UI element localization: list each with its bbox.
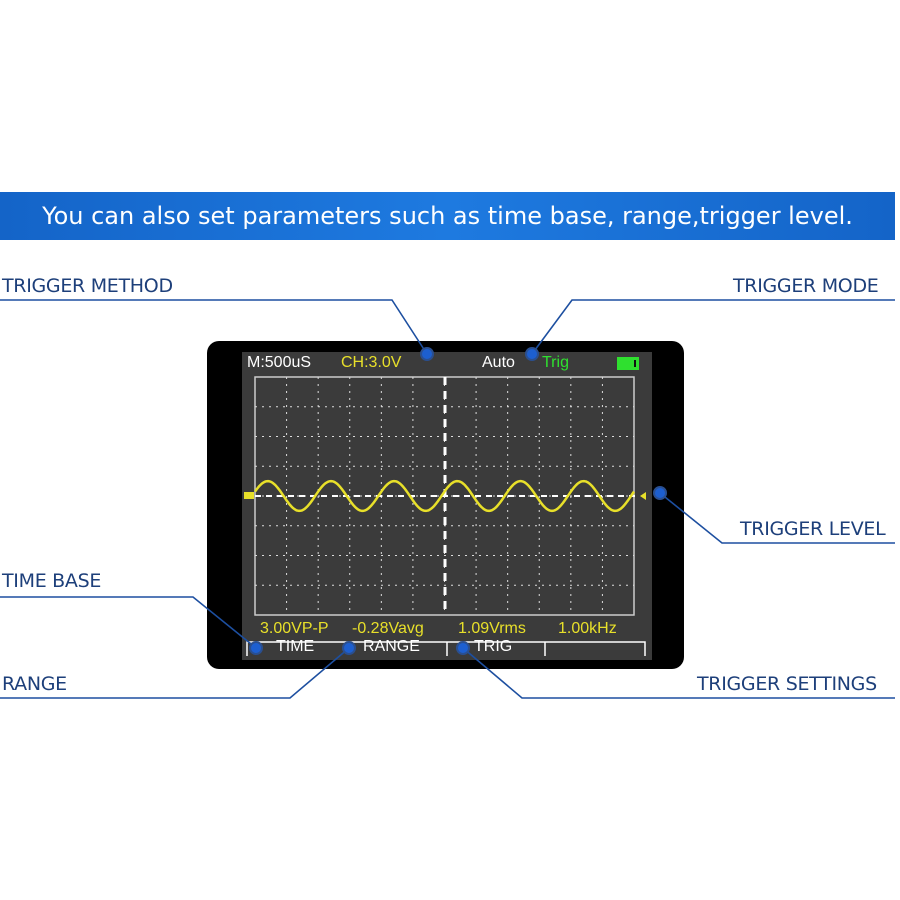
banner: You can also set parameters such as time…: [0, 192, 895, 240]
time-softkey[interactable]: TIME: [276, 638, 315, 655]
channel-marker: [244, 492, 254, 499]
callout-range: RANGE: [2, 673, 67, 695]
callout-trigger-level: TRIGGER LEVEL: [740, 518, 886, 540]
measurement-vpp: 3.00VP-P: [260, 620, 329, 637]
callout-lines: [0, 299, 895, 699]
range-softkey[interactable]: RANGE: [363, 638, 420, 655]
battery-icon: [617, 357, 639, 370]
measurement-vrms: 1.09Vrms: [458, 620, 526, 637]
callout-trigger-settings: TRIGGER SETTINGS: [697, 673, 877, 695]
trigger-mode-label[interactable]: Auto: [482, 354, 515, 371]
waveform-trace: [253, 479, 636, 513]
callout-time-base: TIME BASE: [2, 570, 102, 592]
trigger-status: Trig: [542, 354, 569, 371]
trig-softkey[interactable]: TRIG: [474, 638, 513, 655]
softkey-bar: [246, 641, 646, 656]
trigger-level-arrow: [640, 492, 646, 500]
timebase-label[interactable]: M:500uS: [247, 354, 312, 371]
callout-trigger-mode: TRIGGER MODE: [733, 275, 879, 297]
callout-trigger-method: TRIGGER METHOD: [2, 275, 173, 297]
measurement-vavg: -0.28Vavg: [352, 620, 424, 637]
channel-label[interactable]: CH:3.0V: [341, 354, 402, 371]
measurement-frequency: 1.00kHz: [558, 620, 617, 637]
callout-dots: [249, 347, 667, 655]
